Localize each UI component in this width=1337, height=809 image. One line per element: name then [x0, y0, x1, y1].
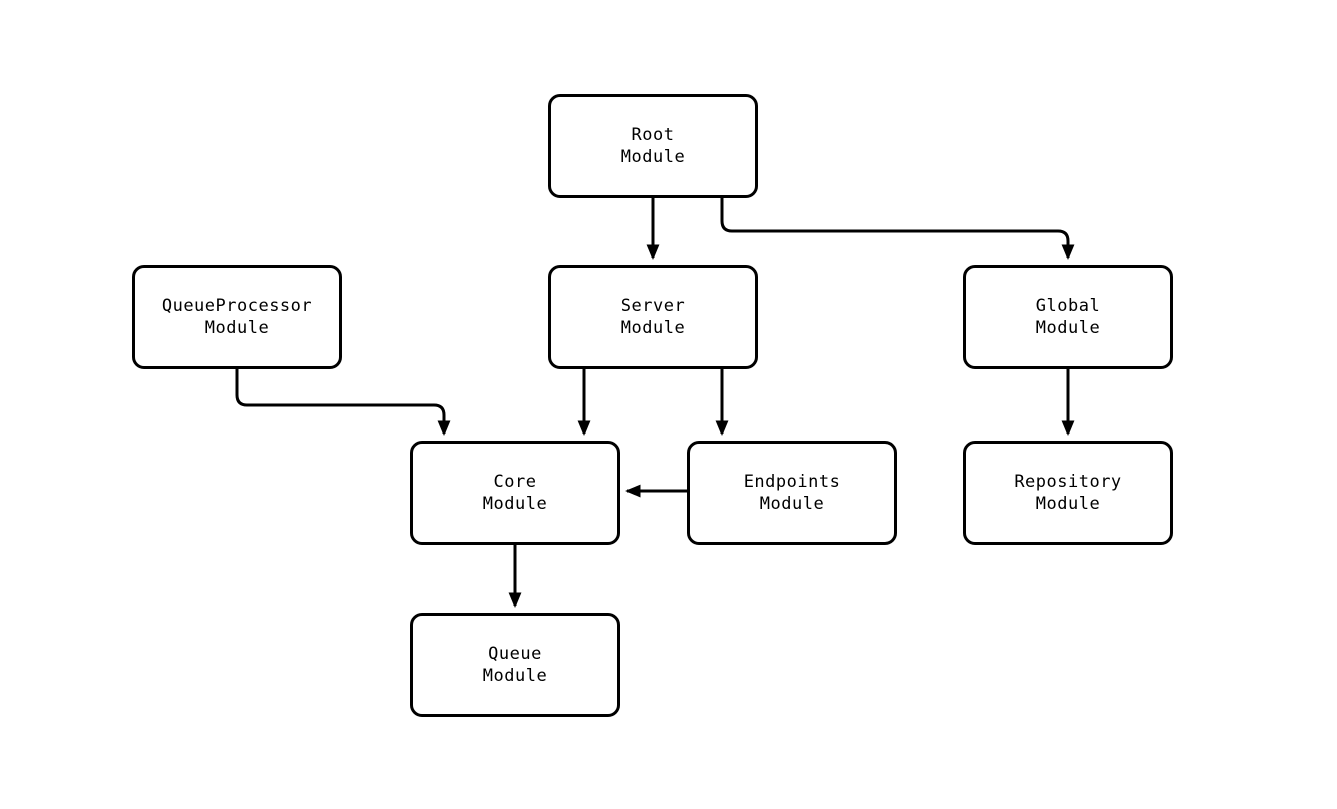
node-label: QueueProcessor Module	[161, 296, 313, 338]
node-endpoints-module[interactable]: Endpoints Module	[687, 441, 897, 545]
node-queue-module[interactable]: Queue Module	[410, 613, 620, 717]
node-label: Endpoints Module	[743, 472, 841, 514]
node-label: Core Module	[482, 472, 548, 514]
node-label: Global Module	[1035, 296, 1101, 338]
node-global-module[interactable]: Global Module	[963, 265, 1173, 369]
node-label: Server Module	[620, 296, 686, 338]
node-core-module[interactable]: Core Module	[410, 441, 620, 545]
edge-queueprocessor-to-core	[235, 369, 451, 436]
node-label: Queue Module	[482, 644, 548, 686]
node-label: Repository Module	[1014, 472, 1122, 514]
node-repository-module[interactable]: Repository Module	[963, 441, 1173, 545]
node-server-module[interactable]: Server Module	[548, 265, 758, 369]
node-root-module[interactable]: Root Module	[548, 94, 758, 198]
edge-root-to-global	[720, 198, 1075, 260]
node-queueprocessor-module[interactable]: QueueProcessor Module	[132, 265, 342, 369]
node-label: Root Module	[620, 125, 686, 167]
edges-group	[235, 198, 1075, 608]
